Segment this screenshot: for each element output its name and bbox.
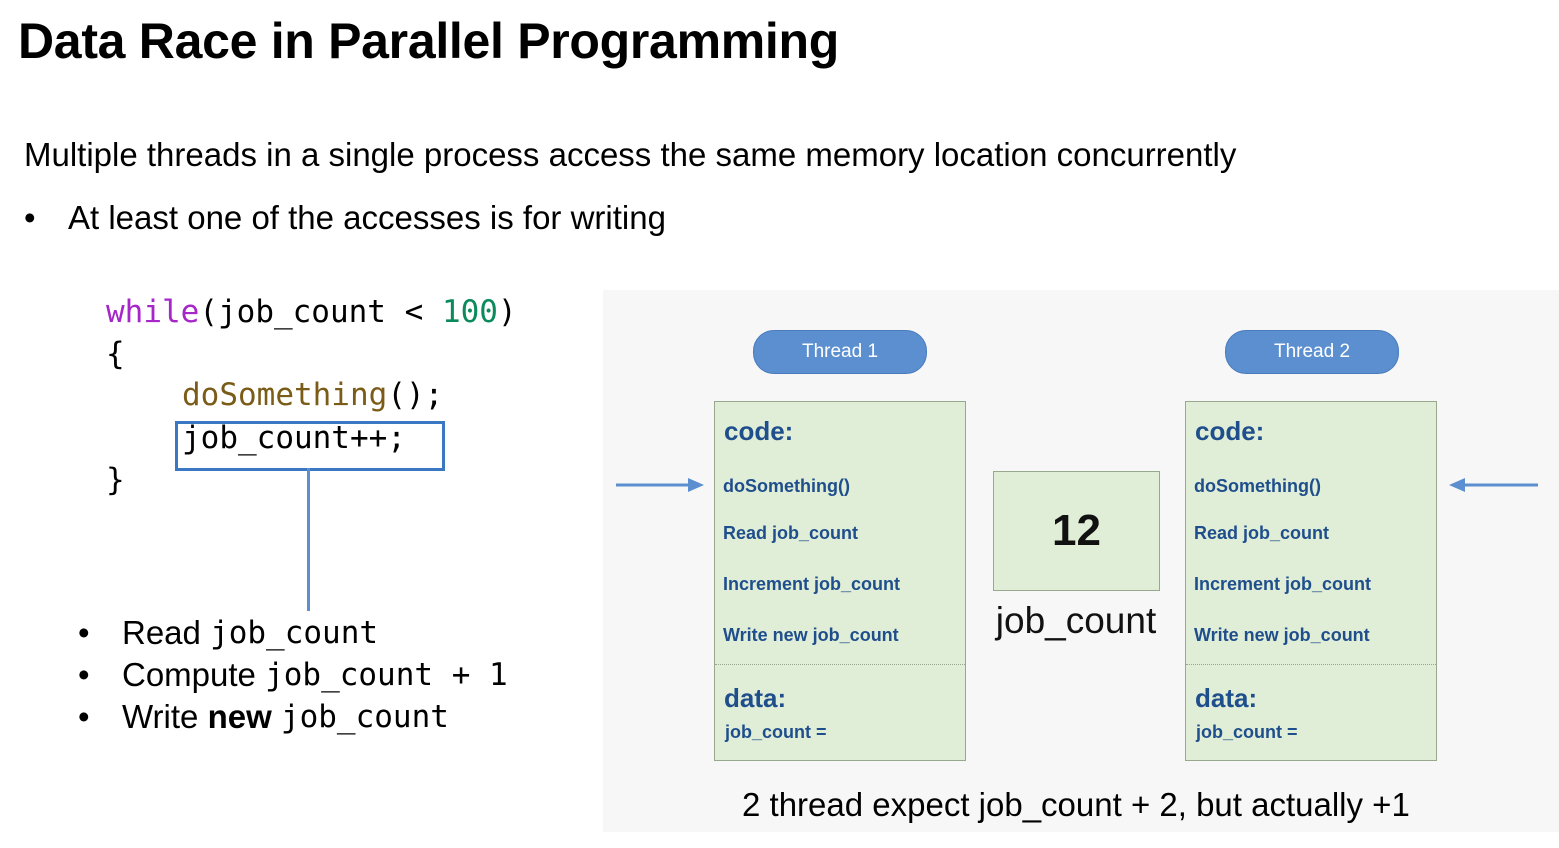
thread-2-data-label: data: bbox=[1195, 683, 1258, 713]
step-read: • Read job_count bbox=[78, 612, 508, 654]
steps-list: • Read job_count • Compute job_count + 1 •… bbox=[78, 612, 508, 738]
thread-1-data-label: data: bbox=[724, 683, 787, 713]
step-dot: • bbox=[78, 656, 90, 693]
step-read-prefix: Read bbox=[122, 614, 211, 651]
code-increment-line: job_count++; bbox=[182, 420, 406, 456]
code-call-line: doSomething(); bbox=[182, 377, 443, 413]
code-call-function: doSomething bbox=[182, 377, 388, 413]
thread-1-code-label: code: bbox=[724, 416, 794, 446]
thread-2-data-item: job_count = bbox=[1196, 722, 1298, 742]
shared-value-box: 12 bbox=[993, 471, 1160, 591]
code-while-line: while(job_count < 100) bbox=[106, 294, 517, 330]
code-call-tail: (); bbox=[387, 377, 444, 413]
thread-1-data-item: job_count = bbox=[725, 722, 827, 742]
thread-1-separator bbox=[715, 664, 965, 665]
diagram-caption: 2 thread expect job_count + 2, but actua… bbox=[742, 786, 1410, 823]
thread-2-item: doSomething() bbox=[1194, 476, 1321, 496]
thread-2-item: Read job_count bbox=[1194, 523, 1330, 543]
thread-1-pill: Thread 1 bbox=[753, 330, 927, 374]
thread-1-item: Read job_count bbox=[723, 523, 859, 543]
subtitle: Multiple threads in a single process acc… bbox=[24, 136, 1237, 173]
step-dot: • bbox=[78, 614, 90, 651]
step-write-prefix: Write bbox=[122, 698, 208, 735]
step-write-bold: new bbox=[207, 698, 272, 735]
shared-value: 12 bbox=[1052, 506, 1101, 555]
step-write: • Write new job_count bbox=[78, 696, 508, 738]
thread-2-box: code: doSomething() Read job_count Incre… bbox=[1185, 401, 1437, 761]
code-while-condition: (job_count < bbox=[199, 294, 442, 330]
thread-1-item: Write new job_count bbox=[723, 625, 899, 645]
page-title: Data Race in Parallel Programming bbox=[18, 13, 839, 69]
step-compute-prefix: Compute bbox=[122, 656, 266, 693]
code-while-keyword: while bbox=[106, 294, 200, 330]
code-brace-open: { bbox=[106, 336, 125, 372]
increment-highlight-box bbox=[175, 421, 445, 471]
code-while-close: ) bbox=[497, 294, 517, 330]
bullet-text: At least one of the accesses is for writ… bbox=[68, 199, 666, 236]
thread-2-code-label: code: bbox=[1195, 416, 1265, 446]
thread-2-separator bbox=[1186, 664, 1436, 665]
thread-2-pill: Thread 2 bbox=[1225, 330, 1399, 374]
thread-2-item: Increment job_count bbox=[1194, 574, 1372, 594]
step-dot: • bbox=[78, 698, 90, 735]
right-arrow bbox=[1449, 478, 1538, 492]
shared-value-label: job_count bbox=[995, 600, 1157, 641]
code-brace-close: } bbox=[106, 462, 125, 498]
step-compute-mono: job_count + 1 bbox=[265, 657, 508, 693]
code-while-number: 100 bbox=[441, 294, 498, 330]
left-arrow bbox=[616, 478, 704, 492]
thread-2-item: Write new job_count bbox=[1194, 625, 1370, 645]
thread-1-box: code: doSomething() Read job_count Incre… bbox=[714, 401, 966, 761]
step-write-mono: job_count bbox=[280, 699, 449, 735]
bullet-dot: • bbox=[24, 199, 36, 236]
bullet-writing: • At least one of the accesses is for wri… bbox=[24, 199, 666, 237]
step-compute: • Compute job_count + 1 bbox=[78, 654, 508, 696]
thread-1-item: Increment job_count bbox=[723, 574, 901, 594]
step-read-mono: job_count bbox=[210, 615, 379, 651]
connector-line bbox=[307, 468, 310, 611]
thread-1-item: doSomething() bbox=[723, 476, 850, 496]
